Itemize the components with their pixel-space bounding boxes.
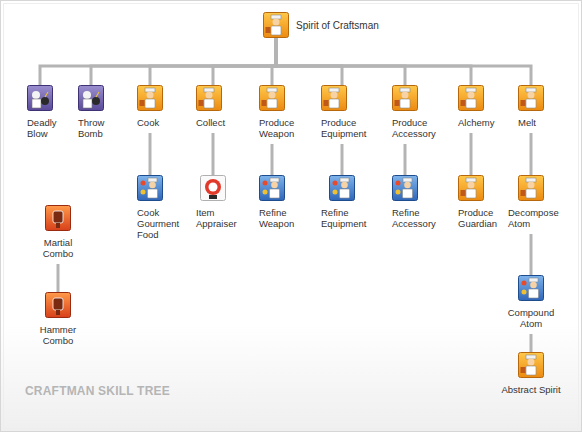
skill-icon <box>138 176 163 201</box>
skill-node: Compound Atom <box>501 275 561 334</box>
skill-name: Hammer Combo <box>29 324 87 346</box>
skill-icon <box>28 86 53 111</box>
skill-link <box>341 144 344 175</box>
skill-node: Refine Weapon <box>259 175 311 234</box>
skill-name: Cook Gourment Food <box>137 207 187 240</box>
skill-name: Deadly Blow <box>27 117 67 139</box>
skill-node: Deadly Blow <box>27 85 67 144</box>
skill-link <box>530 334 533 352</box>
skill-node: Produce Equipment <box>321 85 377 144</box>
skill-icon <box>330 176 355 201</box>
skill-node: Spirit of Craftsman <box>263 12 379 38</box>
skill-link <box>276 38 471 85</box>
skill-name: Refine Accessory <box>392 207 446 229</box>
skill-name: Alchemy <box>458 117 504 128</box>
skill-icon <box>393 176 418 201</box>
skill-name: Spirit of Craftsman <box>296 20 379 31</box>
skill-node: Refine Equipment <box>321 175 377 234</box>
skill-link <box>57 264 60 292</box>
skill-icon <box>264 13 289 38</box>
skill-name: Cook <box>137 117 183 128</box>
skill-link <box>150 38 276 85</box>
skill-name: Refine Weapon <box>259 207 311 229</box>
skill-name: Melt <box>518 117 558 128</box>
skill-node: Melt <box>518 85 558 133</box>
skill-name: Decompose Atom <box>508 207 564 229</box>
skill-node: Abstract Spirit <box>501 352 561 400</box>
skill-link <box>40 38 276 85</box>
skill-icon <box>459 176 484 201</box>
skill-name: Produce Weapon <box>259 117 311 139</box>
diagram-title: CRAFTMAN SKILL TREE <box>25 384 170 398</box>
skill-link <box>470 133 473 175</box>
skill-icon <box>201 176 226 201</box>
skill-icon <box>260 176 285 201</box>
skill-icon <box>197 86 222 111</box>
skill-icon <box>46 293 71 318</box>
skill-icon <box>519 353 544 378</box>
diagram-frame-inner <box>4 4 579 429</box>
skill-icon <box>46 206 71 231</box>
skill-icon <box>260 86 285 111</box>
skill-name: Item Appraiser <box>196 207 250 229</box>
skill-icon <box>79 86 104 111</box>
skill-link <box>530 133 533 175</box>
skill-name: Compound Atom <box>501 307 561 329</box>
skill-node: Throw Bomb <box>78 85 120 144</box>
skill-name: Abstract Spirit <box>501 384 561 395</box>
skill-node: Cook <box>137 85 183 133</box>
skill-name: Produce Accessory <box>392 117 446 139</box>
skill-name: Produce Guardian <box>458 207 512 229</box>
skill-link <box>149 133 152 175</box>
skill-node: Cook Gourment Food <box>137 175 187 245</box>
skill-node: Produce Guardian <box>458 175 512 234</box>
skill-node: Produce Weapon <box>259 85 311 144</box>
skill-node: Decompose Atom <box>508 175 564 234</box>
skill-icon <box>519 86 544 111</box>
skill-link <box>276 38 405 85</box>
skill-icon <box>393 86 418 111</box>
skill-node: Collect <box>196 85 242 133</box>
skill-link <box>213 38 276 85</box>
skill-node: Produce Accessory <box>392 85 446 144</box>
skill-link <box>276 38 531 85</box>
skill-node: Martial Combo <box>29 205 87 264</box>
skill-name: Refine Equipment <box>321 207 377 229</box>
skill-link <box>91 38 276 85</box>
skill-node: Item Appraiser <box>196 175 250 234</box>
skill-icon <box>519 276 544 301</box>
skill-link <box>212 133 215 175</box>
skill-name: Throw Bomb <box>78 117 120 139</box>
skill-node: Alchemy <box>458 85 504 133</box>
skill-node: Hammer Combo <box>29 292 87 351</box>
skill-icon <box>459 86 484 111</box>
skill-icon <box>519 176 544 201</box>
skill-link <box>271 144 274 175</box>
skill-icon <box>322 86 347 111</box>
skill-name: Collect <box>196 117 242 128</box>
skill-link <box>530 234 533 275</box>
skill-link <box>404 144 407 175</box>
skill-name: Martial Combo <box>29 237 87 259</box>
skill-name: Produce Equipment <box>321 117 377 139</box>
skill-node: Refine Accessory <box>392 175 446 234</box>
skill-icon <box>138 86 163 111</box>
skill-link <box>276 38 342 85</box>
